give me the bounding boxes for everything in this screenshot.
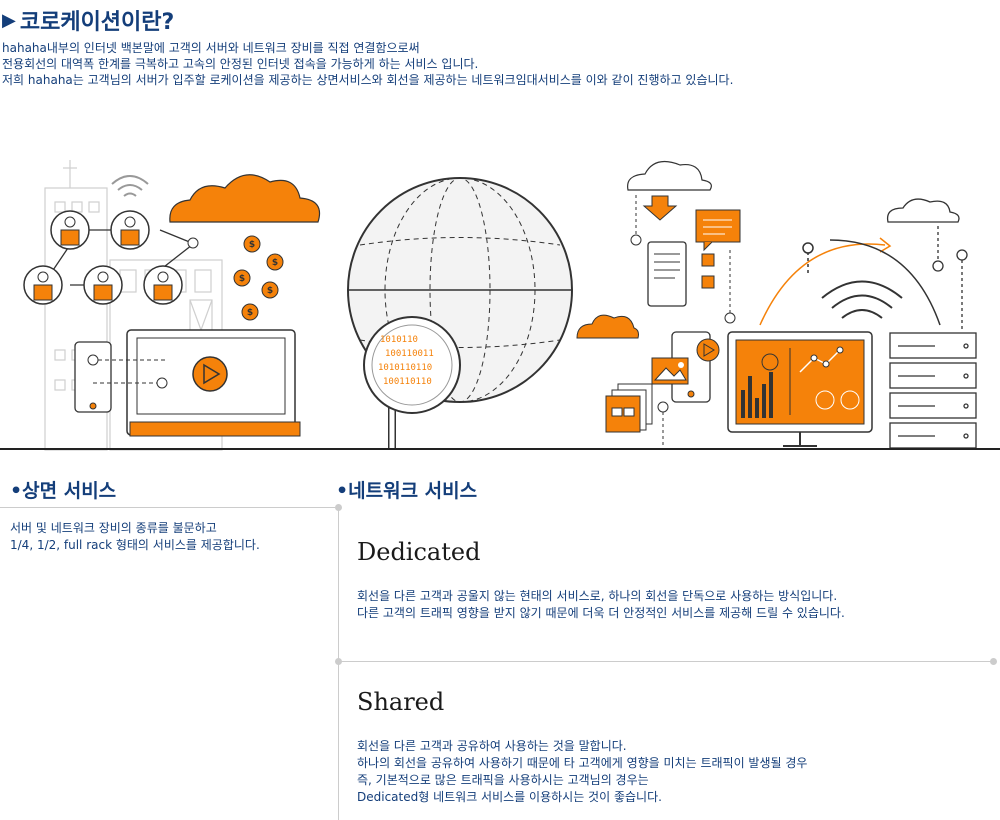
- document-icon: [647, 241, 736, 324]
- svg-text:$: $: [249, 240, 255, 250]
- divider: [338, 661, 994, 662]
- intro-line: hahaha내부의 인터넷 백본말에 고객의 서버와 네트워크 장비를 직접 연…: [2, 41, 420, 55]
- download-cloud-icon: [627, 160, 712, 246]
- colocation-illustration: $ $ $ $ $ 1010110 100110011 1010110110: [0, 160, 1000, 451]
- shared-description: 회선을 다른 고객과 공유하여 사용하는 것을 말합니다. 하나의 회선을 공유…: [357, 738, 807, 806]
- shared-line: Dedicated형 네트워크 서비스를 이용하시는 것이 좋습니다.: [357, 790, 662, 804]
- svg-text:$: $: [247, 308, 253, 318]
- colocation-line: 서버 및 네트워크 장비의 종류를 불문하고: [10, 521, 217, 535]
- magnifier-icon: 1010110 100110011 1010110110 100110110: [363, 316, 461, 450]
- dedicated-description: 회선을 다른 고객과 공울지 않는 현태의 서비스로, 하나의 회선을 단독으로…: [357, 588, 845, 622]
- svg-text:$: $: [267, 286, 273, 296]
- shared-line: 회선을 다른 고객과 공유하여 사용하는 것을 말합니다.: [357, 739, 627, 753]
- monitor-chart-icon: [727, 331, 873, 447]
- wifi-signal-icon: [821, 280, 903, 319]
- binary-text: 100110110: [383, 377, 432, 387]
- tablet-play-icon: [605, 331, 720, 450]
- dedicated-line: 회선을 다른 고객과 공울지 않는 현태의 서비스로, 하나의 회선을 단독으로…: [357, 589, 838, 603]
- network-title: •네트워크 서비스: [336, 480, 478, 502]
- page-title-text: 코로케이션이란?: [19, 10, 175, 35]
- shared-line: 하나의 회선을 공유하여 사용하기 때문에 타 고객에게 영향을 미치는 트래픽…: [357, 756, 808, 770]
- user-icons: [23, 210, 199, 305]
- small-cloud-icon: [576, 314, 639, 339]
- svg-text:$: $: [272, 258, 278, 268]
- dedicated-line: 다른 고객의 트래픽 영향을 받지 않기 때문에 더욱 더 안정적인 서비스를 …: [357, 606, 845, 620]
- colocation-line: 1/4, 1/2, full rack 형태의 서비스를 제공합니다.: [10, 538, 260, 552]
- laptop-play-icon: [74, 329, 301, 437]
- binary-text: 100110011: [385, 349, 434, 359]
- sync-arrows-icon: [759, 237, 941, 326]
- divider-dot: [335, 504, 342, 511]
- binary-text: 1010110110: [378, 363, 432, 373]
- shared-line: 즉, 기본적으로 많은 트래픽을 사용하시는 고객님의 경우는: [357, 773, 649, 787]
- divider-dot: [990, 658, 997, 665]
- server-rack-icon: [886, 198, 977, 449]
- intro-line: 저희 hahaha는 고객님의 서버가 입주할 로케이션을 제공하는 상면서비스…: [2, 73, 734, 87]
- chat-icon: [695, 209, 741, 252]
- shared-title: Shared: [357, 688, 445, 716]
- svg-text:$: $: [239, 274, 245, 284]
- intro-line: 전용회선의 대역폭 한계를 극복하고 고속의 안정된 인터넷 접속을 가능하게 …: [2, 57, 479, 71]
- divider: [0, 507, 335, 508]
- binary-text: 1010110: [380, 335, 418, 345]
- cloud-icon: [169, 174, 321, 223]
- dollar-coins-icon: $ $ $ $ $: [233, 235, 284, 321]
- colocation-title: •상면 서비스: [10, 480, 117, 502]
- colocation-description: 서버 및 네트워크 장비의 종류를 불문하고 1/4, 1/2, full ra…: [10, 520, 260, 554]
- page-title: ▶ 코로케이션이란?: [2, 4, 174, 36]
- intro-text: hahaha내부의 인터넷 백본말에 고객의 서버와 네트워크 장비를 직접 연…: [2, 40, 733, 88]
- wifi-icon: [111, 175, 149, 197]
- triangle-arrow-icon: ▶: [2, 9, 16, 31]
- dedicated-title: Dedicated: [357, 538, 481, 566]
